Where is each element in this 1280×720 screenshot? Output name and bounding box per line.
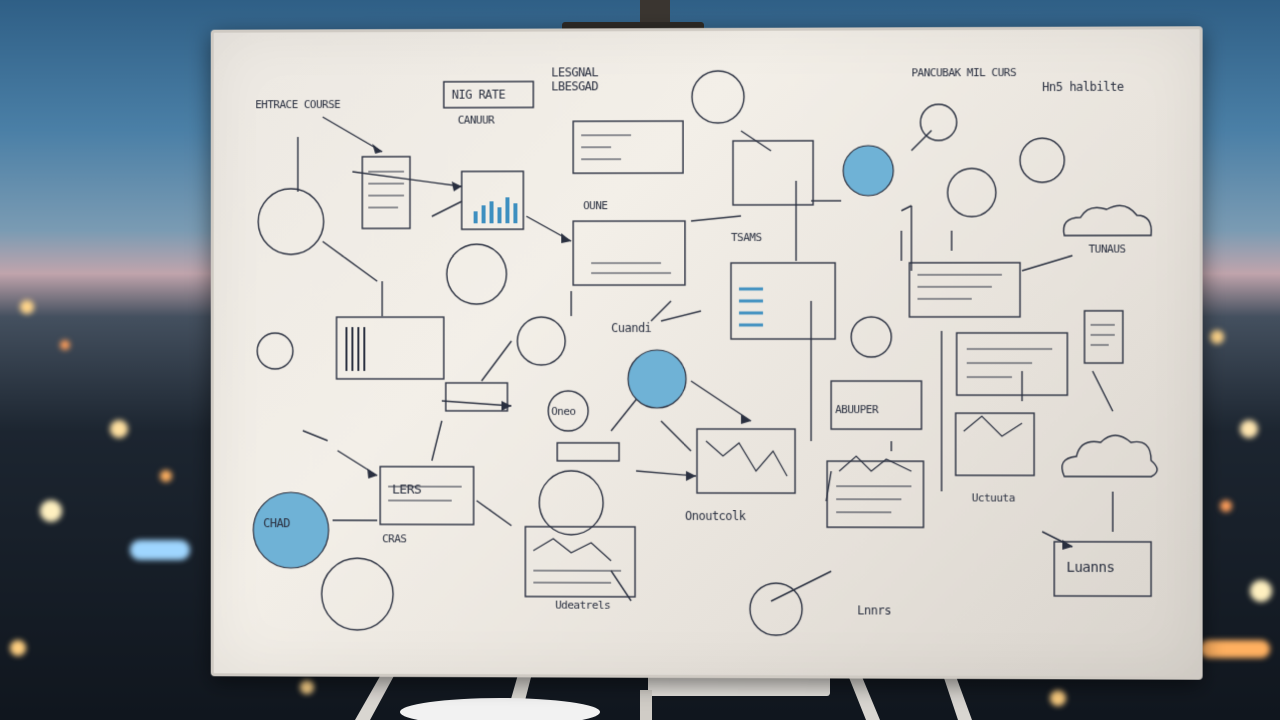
board-label: TSAMS [731,230,762,244]
board-label: Cuandi [611,321,652,336]
city-light [130,540,190,560]
board-label: Uctuuta [971,491,1015,505]
city-light [1220,500,1232,512]
city-light [160,470,172,482]
board-label: OUNE [583,199,608,213]
board-label: CANUUR [457,113,495,127]
easel-clamp [640,0,670,24]
board-label: LESGNAL LBESGAD [551,65,599,94]
board-label: PANCUBAK MIL CURS [911,66,1017,80]
city-light [110,420,128,438]
board-label: LERS [392,482,422,498]
board-label: CHAD [263,516,290,531]
city-light [1240,420,1258,438]
mind-map-drawing [214,70,1200,636]
board-label: CRAS [382,532,407,546]
board-label: Luanns [1066,559,1115,576]
city-light [10,640,26,656]
board-label: NIG RATE [451,87,506,102]
city-light [1210,330,1224,344]
board-label: Hn5 halbilte [1042,79,1124,95]
whiteboard: EHTRACE COURSE NIG RATE LESGNAL LBESGAD … [210,26,1203,680]
board-label: Onoutcolk [685,508,746,524]
city-light [1050,690,1066,706]
board-label: Oneo [551,404,576,418]
board-label: ABUUPER [835,403,879,417]
city-light [40,500,62,522]
city-light [300,680,314,694]
city-light [1200,640,1270,658]
board-label: TUNAUS [1088,242,1126,256]
city-light [1250,580,1272,602]
city-light [60,340,70,350]
board-label: EHTRACE COURSE [255,98,341,112]
board-label: Udeatrels [555,598,611,612]
board-label: Lnnrs [857,603,891,618]
city-light [20,300,34,314]
